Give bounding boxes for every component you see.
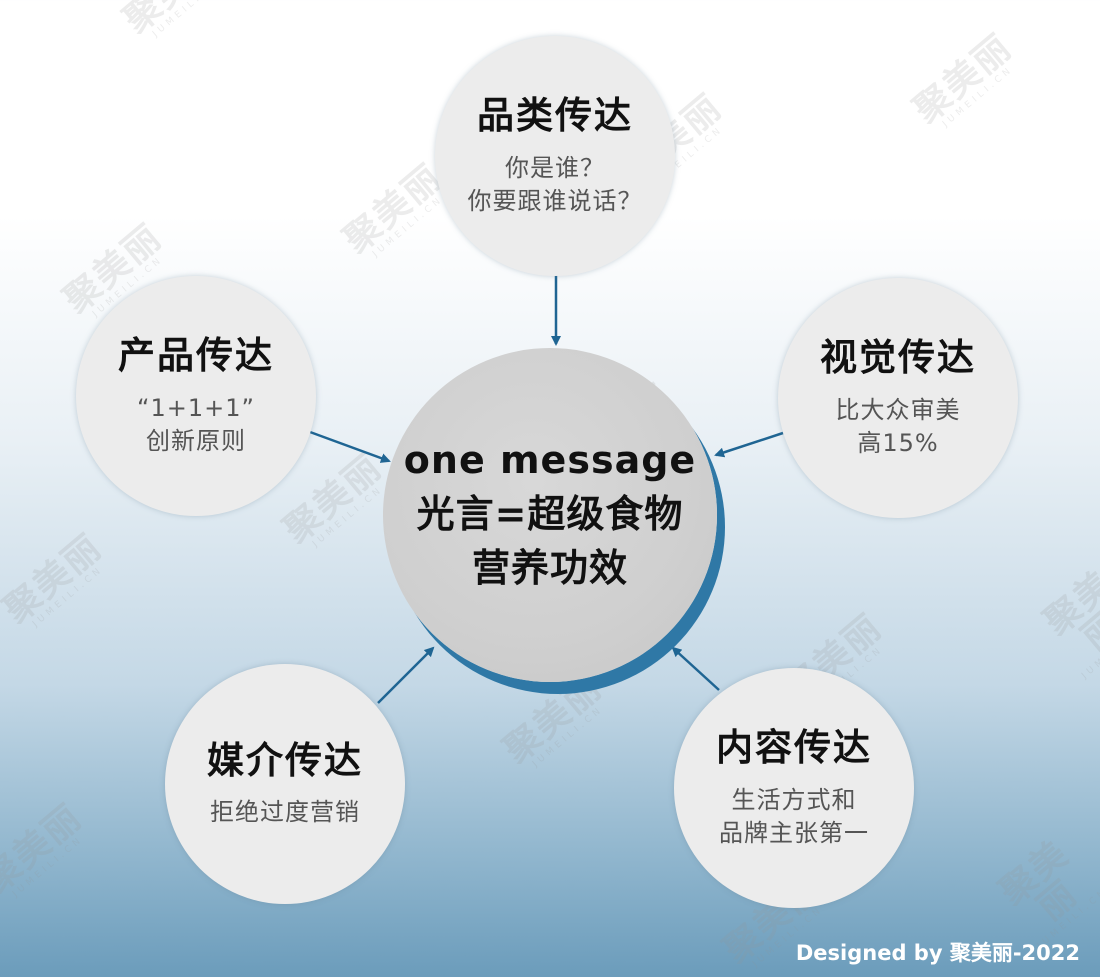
node-category-desc: 你是谁？ 你要跟谁说话？ bbox=[467, 153, 643, 216]
center-line-2: 光言=超级食物 bbox=[416, 492, 684, 537]
footer-credit: Designed by 聚美丽-2022 bbox=[795, 941, 1080, 965]
node-category-title: 品类传达 bbox=[477, 94, 633, 138]
node-visual-title: 视觉传达 bbox=[820, 336, 976, 380]
center-line-1: one message bbox=[403, 438, 697, 483]
node-content: 内容传达 生活方式和 品牌主张第一 bbox=[674, 668, 914, 908]
node-product-desc: “1+1+1” 创新原则 bbox=[137, 393, 255, 456]
node-media-desc: 拒绝过度营销 bbox=[210, 798, 360, 827]
node-media-title: 媒介传达 bbox=[207, 739, 363, 783]
arrow-bottom-left-to-center bbox=[377, 646, 435, 704]
node-visual-desc: 比大众审美 高15% bbox=[835, 395, 961, 458]
arrow-left-to-center bbox=[309, 430, 391, 463]
node-category: 品类传达 你是谁？ 你要跟谁说话？ bbox=[435, 36, 675, 276]
node-product: 产品传达 “1+1+1” 创新原则 bbox=[76, 276, 316, 516]
center-node: one message 光言=超级食物 营养功效 bbox=[383, 348, 717, 682]
node-content-desc: 生活方式和 品牌主张第一 bbox=[719, 785, 869, 848]
node-visual: 视觉传达 比大众审美 高15% bbox=[778, 278, 1018, 518]
node-media: 媒介传达 拒绝过度营销 bbox=[165, 664, 405, 904]
arrow-right-to-center bbox=[714, 431, 784, 458]
arrow-bottom-right-to-center bbox=[671, 646, 720, 691]
node-content-title: 内容传达 bbox=[716, 726, 872, 770]
center-line-3: 营养功效 bbox=[471, 545, 628, 590]
node-product-title: 产品传达 bbox=[118, 334, 274, 378]
